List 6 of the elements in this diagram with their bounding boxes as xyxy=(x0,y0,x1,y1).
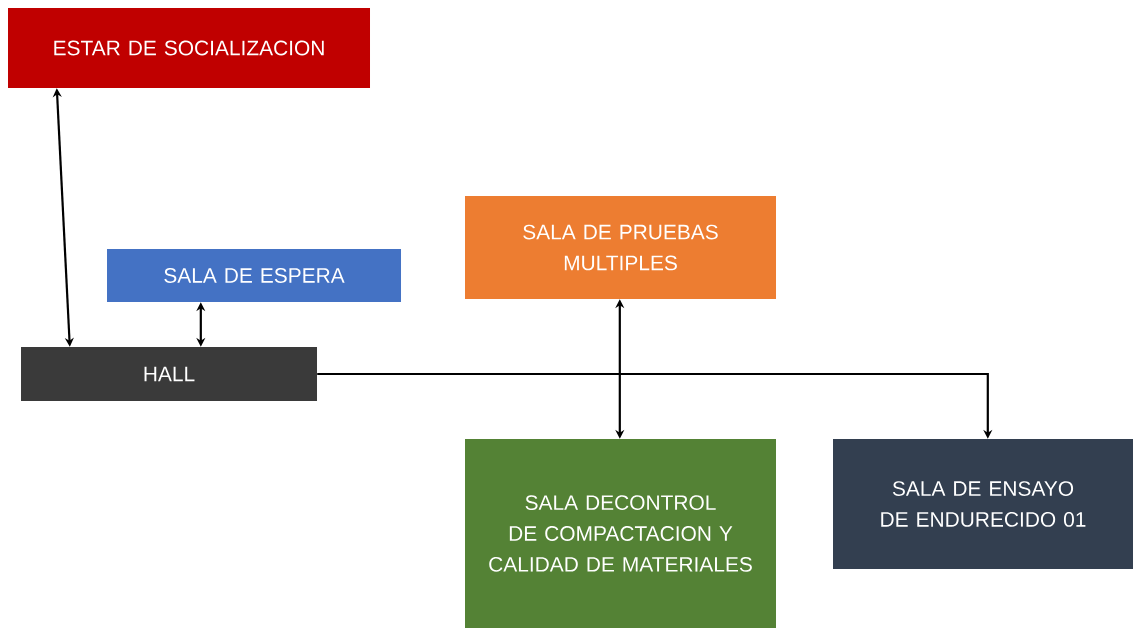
room-box: SALA DE PRUEBAS MULTIPLES xyxy=(465,196,776,299)
room-box: SALA DE ESPERA xyxy=(107,249,401,302)
room-box: HALL xyxy=(21,347,317,401)
room-box: SALA DECONTROL DE COMPACTACION Y CALIDAD DE MATERIALES xyxy=(465,439,776,628)
room-box: ESTAR DE SOCIALIZACION xyxy=(8,8,370,88)
room-box: SALA DE ENSAYO DE ENDURECIDO 01 xyxy=(833,439,1133,569)
